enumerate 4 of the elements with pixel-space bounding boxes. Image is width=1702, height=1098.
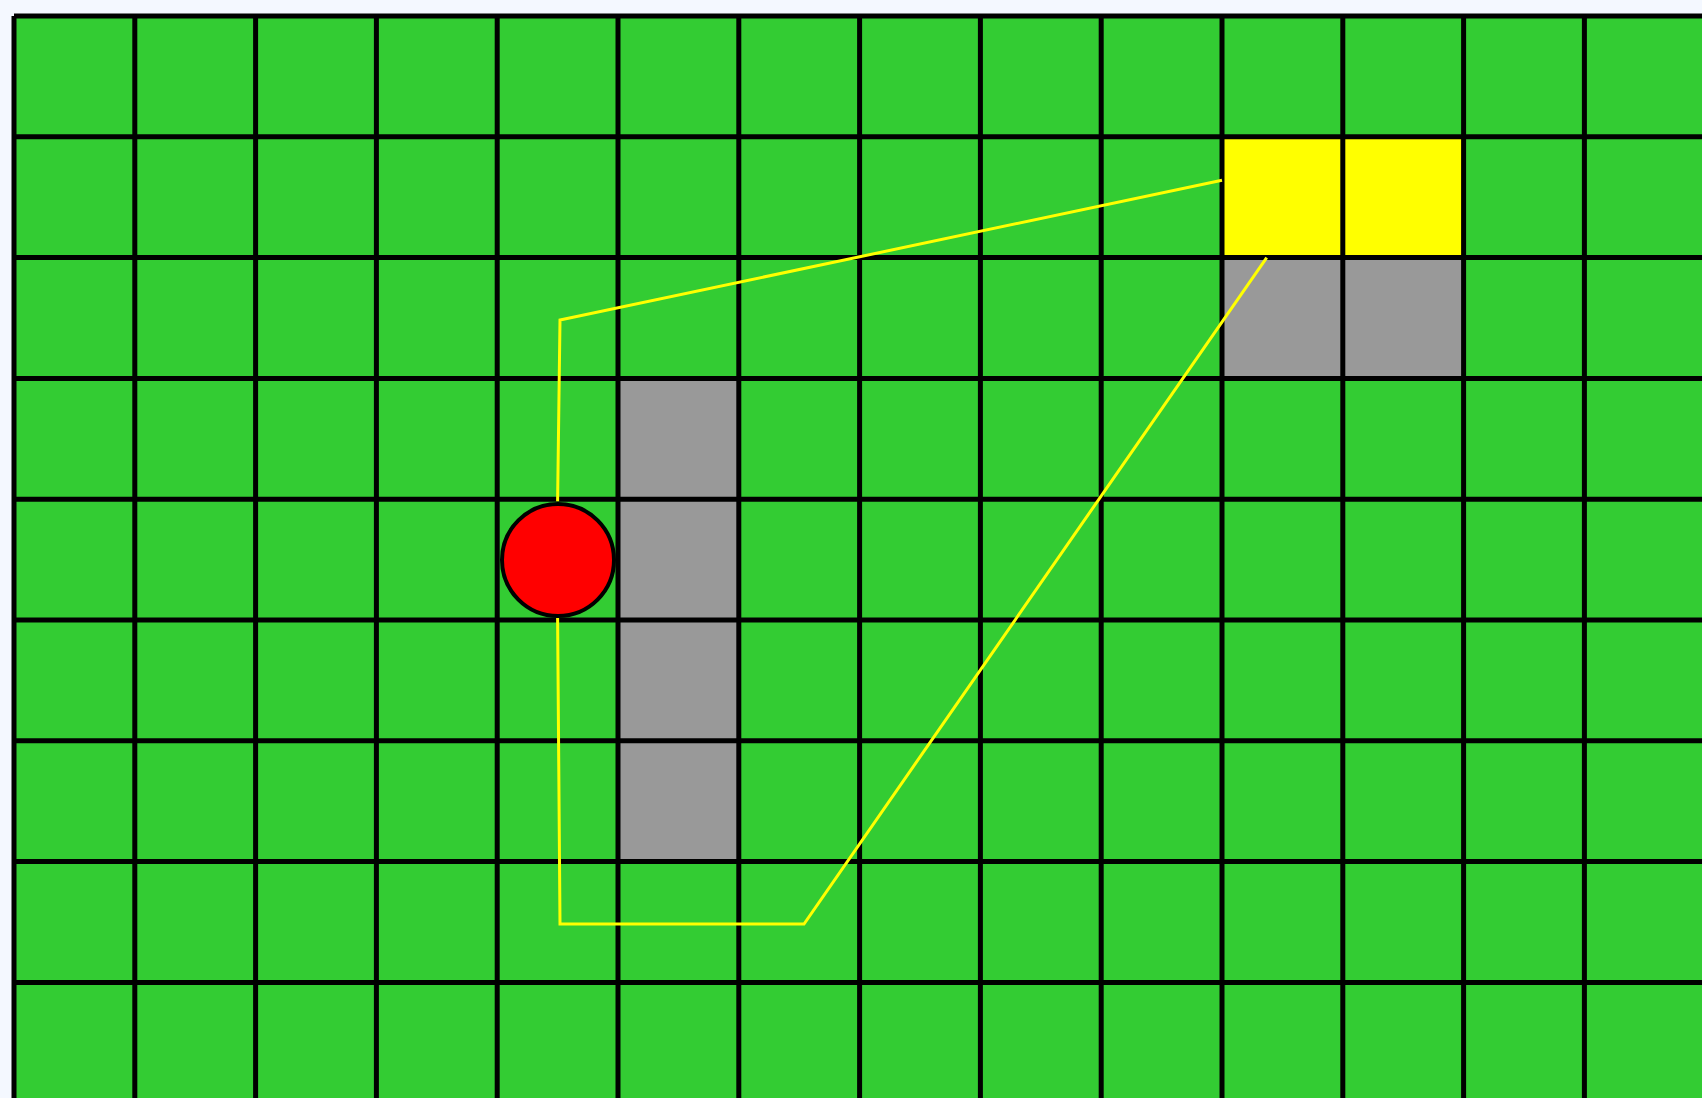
path-line (556, 178, 1223, 502)
goal-cell (1342, 136, 1464, 258)
goal-cell (1222, 136, 1343, 258)
path-line (556, 256, 1268, 926)
